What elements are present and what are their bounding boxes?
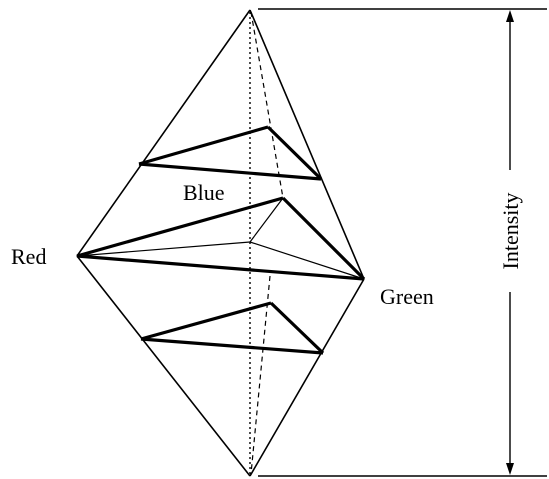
hidden-edge-top-to-blue [250, 11, 284, 199]
edge-center-to-green [249, 241, 365, 280]
lower-right-edge [269, 301, 325, 355]
upper-front-edge [138, 162, 322, 181]
mid-triangle-thin-edges [76, 197, 365, 280]
intensity-arrowhead-up [506, 10, 514, 22]
edge-red-to-blue [76, 196, 284, 258]
intensity-arrowhead-down [506, 463, 514, 475]
label-red: Red [11, 244, 46, 269]
edge-top-to-green [249, 9, 365, 280]
hidden-edge-blue-to-bottom [250, 275, 271, 475]
edge-green-to-bottom [249, 278, 365, 477]
edge-blue-to-green [281, 196, 366, 281]
lower-cross-section [140, 301, 325, 355]
edge-red-to-green [76, 254, 365, 281]
edge-red-to-center [76, 241, 251, 257]
intensity-dimension [258, 8, 547, 477]
label-intensity: Intensity [498, 193, 523, 270]
label-green: Green [380, 284, 434, 309]
edge-top-to-red [76, 9, 251, 257]
middle-cross-section [76, 196, 366, 281]
lower-front-edge [140, 337, 324, 355]
outer-solid-outline [76, 9, 365, 477]
edge-red-to-bottom [76, 255, 251, 477]
lower-back-edge [140, 301, 272, 341]
edge-center-to-blue [249, 197, 284, 243]
label-blue: Blue [183, 180, 225, 205]
upper-cross-section [138, 125, 323, 181]
upper-back-edge [138, 125, 269, 166]
upper-right-edge [266, 125, 323, 181]
hidden-back-edges [250, 11, 284, 475]
